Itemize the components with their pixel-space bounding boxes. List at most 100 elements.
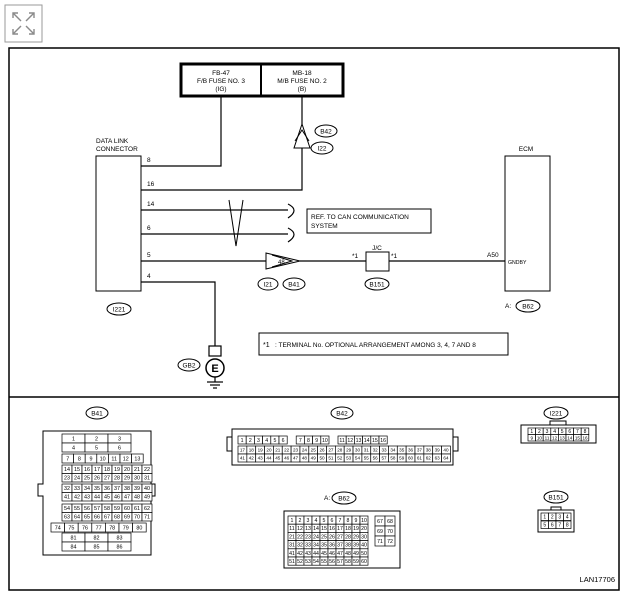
pin-number: 61	[417, 456, 423, 461]
pin-number: 6	[568, 429, 571, 435]
pin-number: 59	[114, 506, 120, 512]
note-star: *1	[263, 342, 270, 349]
pin-cell: 10	[320, 435, 330, 445]
pin-number: 16	[380, 438, 386, 444]
b41-view-title: B41	[91, 411, 103, 418]
i22-tag: I22	[317, 146, 326, 153]
pin-cell: 46	[327, 548, 337, 558]
pin-cell: 61	[414, 453, 425, 463]
pin-cell: 32	[61, 483, 73, 493]
pin-number: 16	[582, 435, 588, 440]
pin-cell: 35	[396, 445, 407, 455]
pin-number: 55	[364, 456, 370, 461]
pin-number: 53	[346, 456, 352, 461]
pin-number: 7	[339, 518, 342, 524]
mb18-circuit: (B)	[298, 86, 307, 93]
pin-number: 21	[289, 534, 295, 540]
wires	[141, 96, 505, 346]
pin-number: 41	[64, 495, 70, 501]
pin-cell: 30	[352, 445, 363, 455]
pin-cell: 39	[131, 483, 143, 493]
pin-cell: 3	[542, 427, 552, 435]
pin-cell: 12	[119, 453, 132, 464]
pin-number: 4	[315, 518, 318, 524]
expand-arrows-icon[interactable]	[4, 4, 43, 43]
mb18-label: MB-18	[292, 70, 312, 77]
pin-number: 62	[144, 506, 150, 512]
dlc-pin-14: 14	[147, 201, 155, 208]
pin-number: 37	[417, 448, 423, 453]
pin-cell: 14	[362, 435, 372, 445]
pin-number: 57	[381, 456, 387, 461]
pin-cell: 58	[101, 503, 113, 513]
pin-number: 12	[552, 435, 558, 440]
pin-cell: 7	[61, 453, 74, 464]
fb47-label: FB-47	[212, 70, 230, 77]
pin-number: 11	[111, 456, 117, 462]
pin-cell: 42	[71, 492, 83, 502]
pin-number: 36	[408, 448, 414, 453]
pin-cell: 27	[101, 473, 113, 483]
pin-number: 67	[104, 515, 110, 521]
pin-number: 70	[134, 515, 140, 521]
pin-number: 43	[305, 551, 311, 557]
pin-number: 22	[284, 448, 290, 453]
pin-number: 13	[305, 526, 311, 532]
pin-number: 16	[329, 526, 335, 532]
pin-number: 15	[321, 526, 327, 532]
pin-number: 50	[361, 551, 367, 557]
pin-cell: 7	[555, 520, 564, 529]
pin-number: 7	[558, 523, 561, 529]
b42-tag: B42	[320, 129, 332, 136]
pin-number: 22	[297, 534, 303, 540]
i21-tag: I21	[263, 282, 272, 289]
pin-cell: 9	[351, 515, 361, 525]
pin-number: 18	[345, 526, 351, 532]
pin-number: 46	[114, 495, 120, 501]
pin-number: 8	[347, 518, 350, 524]
pin-number: 6	[551, 523, 554, 529]
pin-cell: 9	[84, 453, 98, 464]
pin-number: 46	[329, 551, 335, 557]
jc-left-mark: *1	[352, 253, 359, 260]
pin-cell: 8	[73, 453, 86, 464]
pin-cell: 67	[101, 512, 113, 522]
pin-cell: 16	[378, 435, 388, 445]
pin-number: 43	[84, 495, 90, 501]
data-link-connector: DATA LINK CONNECTOR 8 16 14 6 5 4 I221	[95, 138, 155, 316]
pin-cell: 27	[326, 445, 336, 455]
pin-number: 19	[114, 467, 120, 473]
pin-number: 81	[71, 535, 77, 541]
pin-number: 2	[551, 515, 554, 521]
pin-number: 8	[566, 523, 569, 529]
pin-number: 3	[558, 515, 561, 521]
pin-number: 5	[561, 429, 564, 435]
pin-cell: 15	[71, 464, 83, 474]
pin-cell: 33	[379, 445, 389, 455]
pin-cell: 3	[303, 515, 313, 525]
pin-cell: 14	[311, 523, 321, 533]
pin-cell: 31	[141, 473, 153, 483]
pin-cell: 14	[61, 464, 73, 474]
pin-cell: 80	[132, 522, 147, 533]
dlc-label-line1: DATA LINK	[96, 138, 129, 145]
pin-cell: 53	[343, 453, 354, 463]
pin-number: 84	[71, 544, 77, 550]
pin-cell: 76	[77, 522, 93, 533]
pin-cell: 4	[61, 442, 86, 453]
pin-cell: 79	[118, 522, 133, 533]
pin-cell: 2	[548, 512, 557, 521]
pin-cell: 36	[101, 483, 113, 493]
pin-number: 17	[94, 467, 100, 473]
pin-number: 45	[104, 495, 110, 501]
pin-cell: 12	[295, 523, 305, 533]
pin-number: 71	[377, 539, 383, 545]
pin-number: 12	[347, 438, 353, 444]
pin-number: 25	[84, 476, 90, 482]
pin-number: 5	[273, 438, 276, 444]
pin-cell: 65	[81, 512, 93, 522]
dlc-pin-16: 16	[147, 181, 155, 188]
pin-cell: 30	[359, 532, 369, 541]
